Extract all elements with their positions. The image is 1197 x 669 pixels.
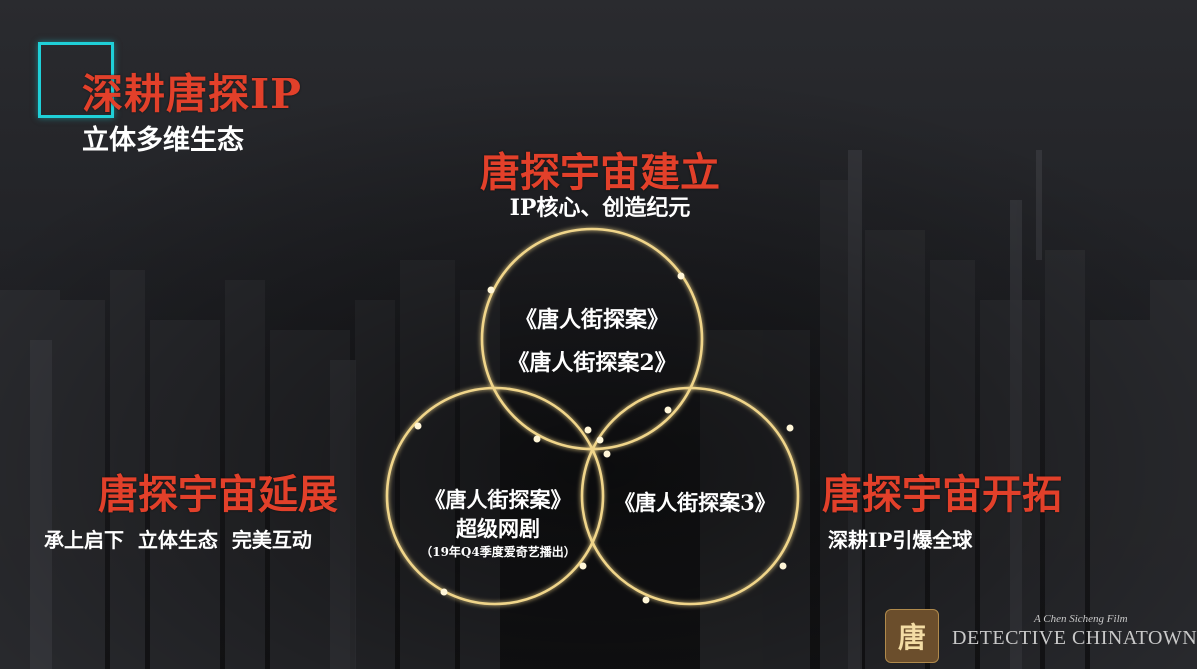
left-circle-line-1: 《唐人街探案》: [424, 487, 572, 512]
left-circle-line-3: （19年Q4季度爱奇艺播出）: [420, 545, 576, 559]
ring-dot: [414, 422, 422, 430]
page-subtitle: 立体多维生态: [82, 125, 244, 156]
left-circle-line-2: 超级网剧: [456, 516, 540, 541]
ring-dot: [779, 562, 787, 570]
ring-dot: [440, 588, 448, 596]
ring-dot: [642, 596, 650, 604]
top-circle-line-1: 《唐人街探案》: [514, 307, 669, 333]
ring-dot: [584, 426, 592, 434]
logo-glyph: 唐: [897, 621, 926, 654]
left-section-title: 唐探宇宙延展: [98, 471, 338, 518]
ring-dot: [579, 562, 587, 570]
ring-right: [580, 386, 800, 606]
ring-dot: [596, 436, 604, 444]
right-section-subtitle: 深耕IP引爆全球: [828, 528, 973, 552]
ring-dot: [603, 450, 611, 458]
top-circle-line-2: 《唐人街探案2》: [507, 350, 677, 376]
ring-dot: [677, 272, 685, 280]
film-tagline: A Chen Sicheng Film: [1034, 613, 1128, 625]
left-section-subtitle: 承上启下 立体生态 完美互动: [44, 528, 312, 552]
ring-dot: [664, 406, 672, 414]
ring-dot: [786, 424, 794, 432]
top-section-subtitle: IP核心、创造纪元: [509, 195, 691, 221]
ring-dot: [533, 435, 541, 443]
ring-dot: [487, 286, 495, 294]
ring-top: [480, 227, 704, 451]
top-section-title: 唐探宇宙建立: [480, 149, 720, 196]
film-title: DETECTIVE CHINATOWN: [952, 627, 1197, 649]
movie-logo: 唐: [885, 609, 939, 663]
right-circle-line-1: 《唐人街探案3》: [614, 490, 776, 515]
page-title: 深耕唐探IP: [82, 70, 303, 118]
ring-left: [385, 386, 605, 606]
title-frame-decoration: [38, 42, 114, 118]
right-section-title: 唐探宇宙开拓: [822, 471, 1062, 518]
